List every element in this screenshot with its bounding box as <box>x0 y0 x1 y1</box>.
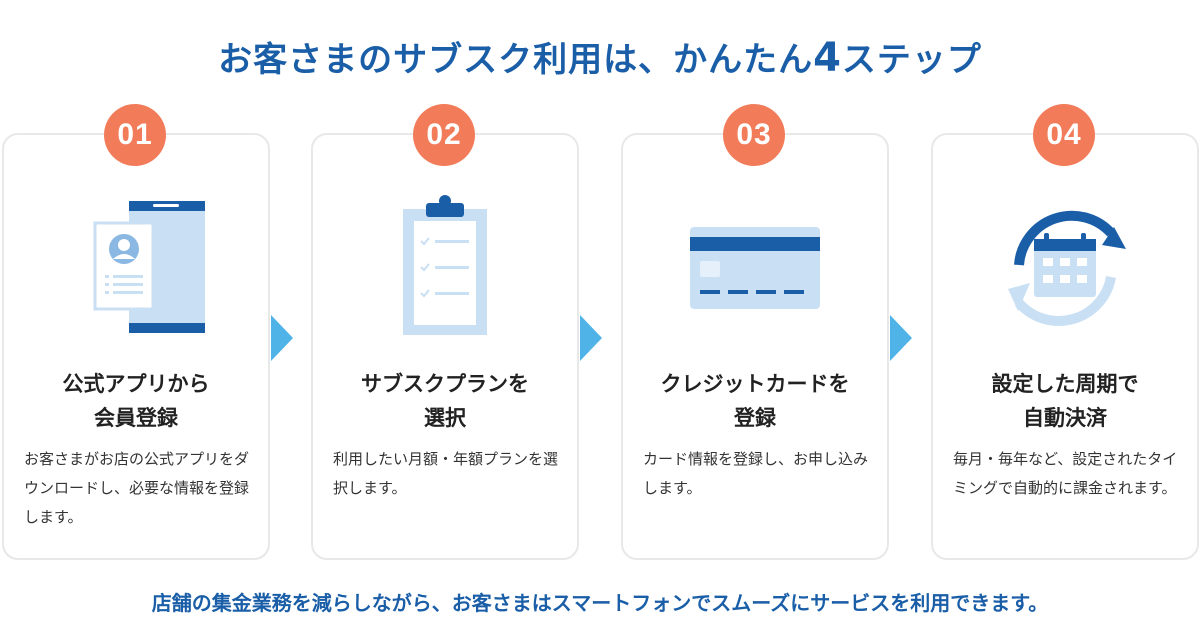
step-1-title-line1: 公式アプリから <box>62 372 210 396</box>
step-4-title-line2: 自動決済 <box>1023 406 1107 430</box>
step-4-card: 設定した周期で 自動決済 毎月・毎年など、設定されたタイミングで自動的に課金され… <box>931 133 1199 560</box>
arrow-right-icon <box>580 315 602 361</box>
title-prefix: お客さまのサブスク利用は、かんたん <box>218 40 814 80</box>
smartphone-profile-icon <box>93 201 205 333</box>
step-2-badge: 02 <box>413 104 475 166</box>
step-1-title: 公式アプリから 会員登録 <box>4 367 268 435</box>
footer-text: 店舗の集金業務を減らしながら、お客さまはスマートフォンでスムーズにサービスを利用… <box>151 591 1049 615</box>
title-suffix: ステップ <box>841 40 982 80</box>
step-1-title-line2: 会員登録 <box>94 406 178 430</box>
step-3-card: クレジットカードを 登録 カード情報を登録し、お申し込みします。 <box>621 133 889 560</box>
step-3-title: クレジットカードを 登録 <box>623 367 887 435</box>
step-2-title-line1: サブスクプランを <box>361 372 529 396</box>
step-1-card: 公式アプリから 会員登録 お客さまがお店の公式アプリをダウンロードし、必要な情報… <box>2 133 270 560</box>
step-2-title: サブスクプランを 選択 <box>313 367 577 435</box>
step-3-description: カード情報を登録し、お申し込みします。 <box>643 450 869 497</box>
step-2-card: サブスクプランを 選択 利用したい月額・年額プランを選択します。 <box>311 133 579 560</box>
title-number: 4 <box>813 35 842 81</box>
step-1-description: お客さまがお店の公式アプリをダウンロードし、必要な情報を登録します。 <box>24 450 250 526</box>
step-3-title-line2: 登録 <box>734 406 776 430</box>
step-1-badge: 01 <box>104 104 166 166</box>
step-2-description: 利用したい月額・年額プランを選択します。 <box>333 450 559 497</box>
step-2-title-line2: 選択 <box>424 406 466 430</box>
step-4-description: 毎月・毎年など、設定されたタイミングで自動的に課金されます。 <box>953 450 1178 497</box>
step-3-badge: 03 <box>723 104 785 166</box>
calendar-cycle-icon <box>1008 210 1126 326</box>
credit-card-icon <box>690 227 820 309</box>
arrow-right-icon <box>271 315 293 361</box>
step-4-badge: 04 <box>1033 104 1095 166</box>
page-title: お客さまのサブスク利用は、かんたん4ステップ <box>0 32 1200 81</box>
step-3-title-line1: クレジットカードを <box>660 372 850 396</box>
step-4-title: 設定した周期で 自動決済 <box>933 367 1197 435</box>
arrow-right-icon <box>890 315 912 361</box>
step-4-title-line1: 設定した周期で <box>991 372 1139 396</box>
clipboard-checklist-icon <box>403 195 487 335</box>
